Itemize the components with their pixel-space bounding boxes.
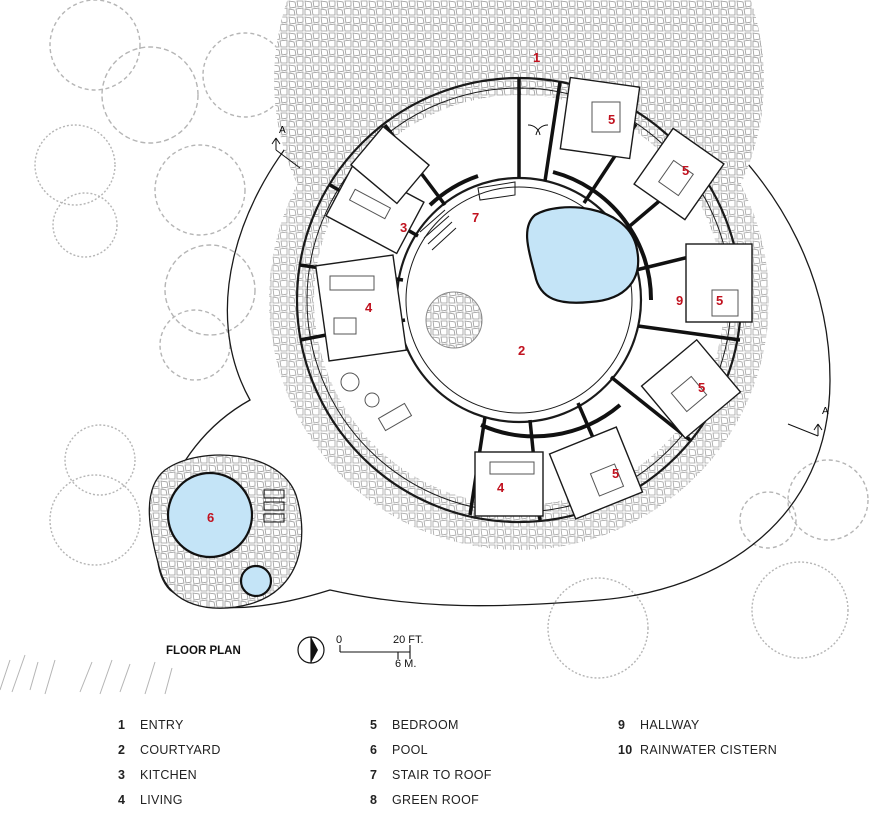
- label-bedroom-c: 5: [716, 293, 723, 308]
- label-bedroom-b: 5: [682, 163, 689, 178]
- pool: [166, 471, 254, 559]
- courtyard-tree: [425, 291, 483, 349]
- section-marker-a-right: [787, 423, 823, 437]
- pool-area: [148, 454, 303, 609]
- label-stair: 7: [472, 210, 479, 225]
- scale-feet: 20 FT.: [393, 634, 424, 646]
- courtyard-pool: [526, 206, 640, 304]
- floor-plan-drawing: A A 1 2 3 4 4 5 5 5 5 5 6 7 9 FLOOR PLAN…: [0, 0, 869, 695]
- label-hallway: 9: [676, 293, 683, 308]
- label-living-bottom: 4: [497, 480, 505, 495]
- label-entry: 1: [533, 50, 540, 65]
- label-bedroom-e: 5: [612, 466, 619, 481]
- courtyard-walls: [428, 170, 654, 439]
- stair-to-roof: [419, 181, 516, 251]
- entry-door: [527, 124, 549, 136]
- pool-loungers: [263, 489, 285, 523]
- section-marker-a-right-label: A: [822, 406, 829, 417]
- scale-bar: [339, 645, 411, 659]
- furniture: [329, 101, 739, 497]
- courtyard-features: [425, 206, 640, 349]
- label-bedroom-d: 5: [698, 380, 705, 395]
- section-marker-a-top: [271, 137, 301, 169]
- section-marker-a-top-label: A: [279, 125, 286, 136]
- label-courtyard: 2: [518, 343, 525, 358]
- label-kitchen: 3: [400, 220, 407, 235]
- scale-meters: 6 M.: [395, 658, 416, 670]
- site-boundary: [156, 21, 831, 609]
- rainwater-cistern: [239, 564, 273, 598]
- label-pool: 6: [207, 510, 214, 525]
- label-bedroom-a: 5: [608, 112, 615, 127]
- shrubs: [0, 654, 173, 695]
- scale-zero: 0: [336, 634, 342, 646]
- floor-plan-title: FLOOR PLAN: [166, 645, 241, 657]
- label-living-top: 4: [365, 300, 373, 315]
- north-arrow-icon: [297, 636, 325, 664]
